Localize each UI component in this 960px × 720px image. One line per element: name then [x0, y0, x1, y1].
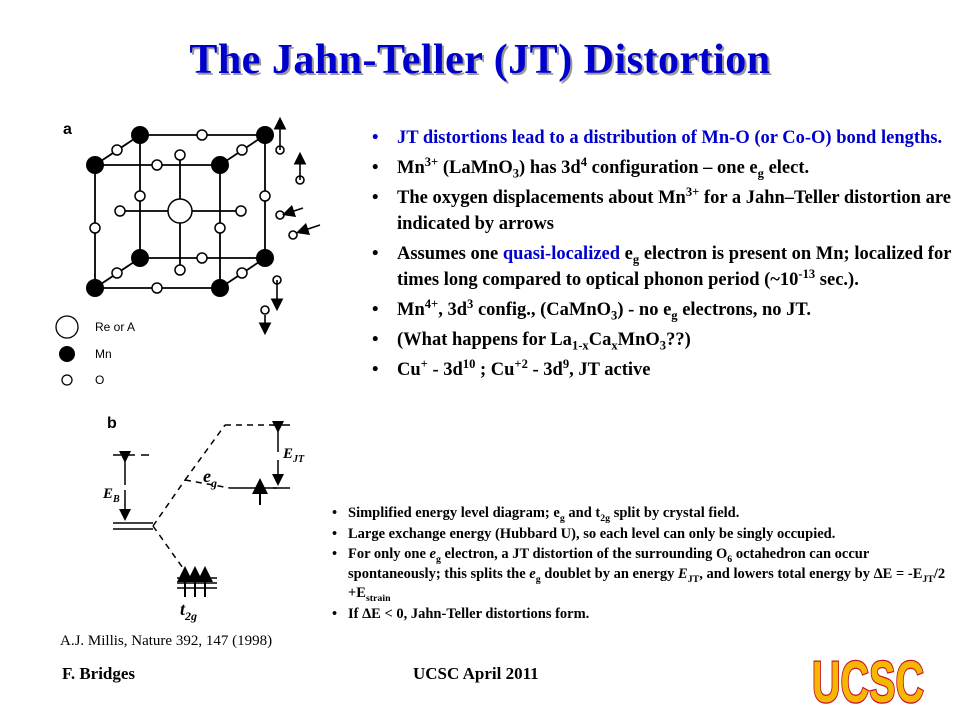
t2g-label: t2g — [180, 599, 197, 623]
bullet-oxygen-displacements: •The oxygen displacements about Mn3+ for… — [372, 184, 951, 234]
legend-re-label: Re or A — [95, 320, 135, 334]
note-hubbard-u: • Large exchange energy (Hubbard U), so … — [332, 525, 836, 542]
re-atom — [167, 198, 193, 224]
legend-o-label: O — [95, 373, 104, 387]
note-energy-level-diagram: •Simplified energy level diagram; eg and… — [332, 505, 740, 524]
legend-mn-label: Mn — [95, 347, 112, 361]
svg-text:UCSC: UCSC — [812, 650, 924, 712]
panel-a-label: a — [63, 121, 72, 138]
ucsc-logo: UCSC — [811, 649, 926, 712]
figure-citation: A.J. Millis, Nature 392, 147 (1998) — [60, 633, 273, 649]
notes-list: •Simplified energy level diagram; eg and… — [330, 504, 950, 625]
jahn-teller-figure: a — [55, 116, 321, 623]
eg-label: eg — [203, 466, 217, 490]
bullet-quasi-localized: •Assumes one quasi-localized eg electron… — [372, 244, 952, 290]
legend-mn-symbol — [59, 346, 75, 362]
legend-re-symbol — [55, 315, 79, 339]
panel-b-label: b — [107, 415, 117, 432]
bullet-mn3-config: •Mn3+ (LaMnO3) has 3d4 configuration – o… — [372, 154, 810, 181]
note-jt-spontaneous: •For only one eg electron, a JT distorti… — [332, 546, 946, 604]
mn-atoms — [86, 126, 274, 297]
slide-title: The Jahn-Teller (JT) Distortion — [189, 37, 771, 83]
footer-event: UCSC April 2011 — [413, 664, 539, 683]
atom-legend: Re or A Mn O — [55, 315, 135, 387]
eb-label: EB — [102, 486, 120, 505]
note-delta-e-condition: •If ΔE < 0, Jahn-Teller distortions form… — [332, 605, 590, 622]
bullet-jt-bond-lengths: •JT distortions lead to a distribution o… — [372, 128, 943, 148]
bullet-cu-jt-active: •Cu+ - 3d10 ; Cu+2 - 3d9, JT active — [372, 356, 651, 380]
displacement-arrows — [258, 116, 321, 336]
o-atoms — [89, 129, 271, 294]
footer-author: F. Bridges — [62, 664, 136, 683]
main-bullet-list: •JT distortions lead to a distribution o… — [360, 125, 955, 387]
bullet-mn4-config: • Mn4+, 3d3 config., (CaMnO3) - no eg el… — [372, 296, 812, 323]
bullet-la-ca-mno3: •(What happens for La1-xCaxMnO3??) — [372, 330, 691, 353]
ejt-label: EJT — [282, 446, 305, 465]
legend-o-symbol — [61, 374, 73, 386]
energy-level-diagram — [113, 421, 290, 597]
